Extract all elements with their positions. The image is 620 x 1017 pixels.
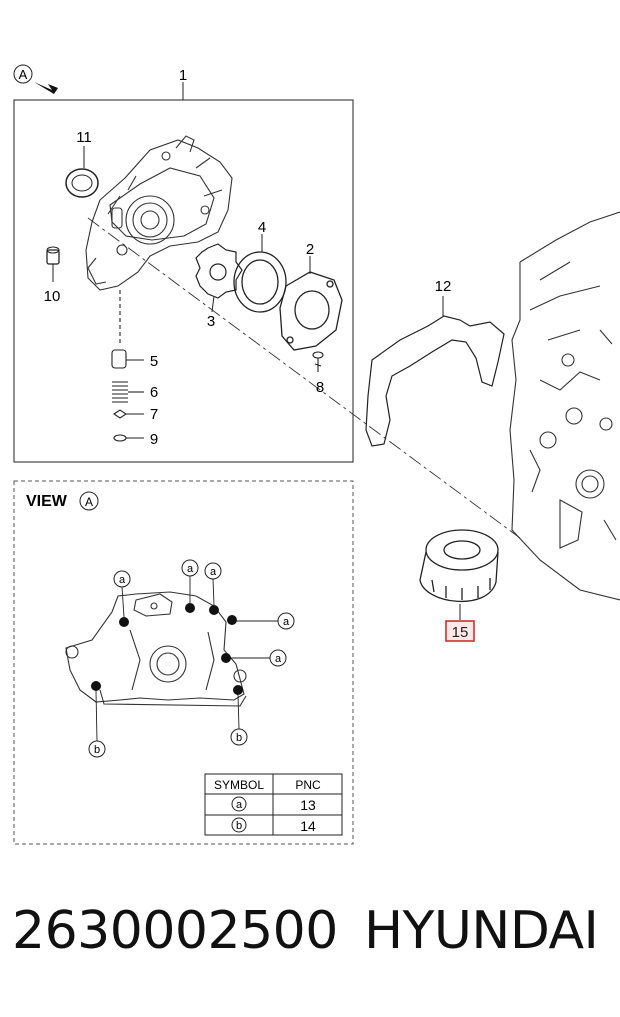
bolt-symbol-a: a [275, 653, 282, 665]
screw-part-8 [312, 351, 324, 372]
outer-rotor-part-4 [233, 234, 287, 313]
bolt-locations [91, 603, 243, 695]
callout-7: 7 [150, 406, 158, 423]
inner-rotor-part-3 [195, 243, 243, 313]
callout-5: 5 [150, 353, 158, 370]
callout-10: 10 [44, 288, 61, 305]
table-row-symbol: b [236, 820, 242, 832]
table-row-pnc: 14 [300, 818, 316, 834]
view-title: VIEW [26, 493, 68, 510]
oil-seal-part-11 [65, 146, 99, 198]
bolt-symbol-a: a [283, 616, 290, 628]
bolt-symbol-b: b [94, 744, 100, 756]
callout-9: 9 [150, 431, 158, 448]
view-a-panel: VIEW A [13, 480, 354, 845]
view-arrow-icon [34, 82, 58, 94]
callout-4: 4 [258, 219, 266, 236]
relief-valve-parts [111, 290, 144, 442]
gasket-part-12 [365, 296, 505, 447]
bolt-symbol-a: a [187, 563, 194, 575]
bolt-symbol-a: a [119, 574, 126, 586]
callout-15: 15 [452, 624, 469, 641]
callout-6: 6 [150, 384, 158, 401]
symbol-pnc-table: SYMBOL PNC a 13 b 14 [204, 773, 343, 836]
callout-3: 3 [207, 313, 215, 330]
callout-12: 12 [435, 278, 452, 295]
engine-block-drawing [509, 211, 620, 601]
bolt-label-a-1 [88, 559, 295, 758]
pump-housing-drawing [85, 135, 233, 291]
callout-15-highlight[interactable]: 15 [445, 620, 475, 642]
view-title-marker: A [85, 495, 93, 509]
bolt-symbol-b: b [236, 732, 242, 744]
plug-part-10 [46, 246, 60, 282]
pump-cover-part-2 [279, 256, 343, 351]
table-row-symbol: a [236, 799, 243, 811]
view-a-marker: A [13, 64, 58, 94]
pump-front-view-drawing [65, 591, 247, 707]
oil-pump-assembly-panel [13, 82, 521, 539]
table-header-symbol: SYMBOL [214, 778, 264, 792]
bolt-symbol-a: a [210, 566, 217, 578]
callout-11: 11 [76, 129, 92, 146]
part-number: 2630002500 [12, 901, 338, 961]
table-header-pnc: PNC [295, 778, 321, 792]
callout-2: 2 [306, 241, 314, 258]
oil-filter-part-15 [419, 529, 499, 620]
brand-name: HYUNDAI [364, 901, 599, 961]
callout-8: 8 [316, 379, 324, 396]
svg-text:A: A [19, 67, 28, 82]
table-row-pnc: 13 [300, 797, 316, 813]
callout-1: 1 [179, 67, 187, 84]
